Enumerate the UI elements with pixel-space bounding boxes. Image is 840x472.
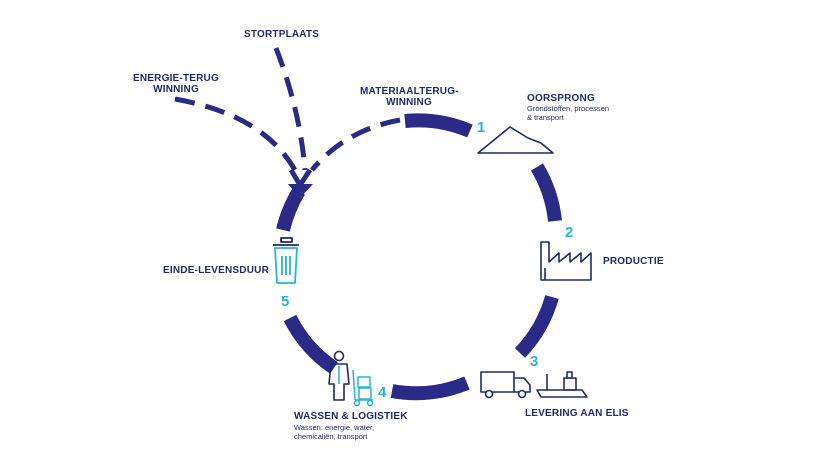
label-energie-line2: WINNING [153, 84, 199, 95]
label-wassen-sub: Wassen: energie, water, chemicaliën, tra… [294, 423, 374, 441]
label-materiaal: MATERIAALTERUG- WINNING [360, 86, 459, 108]
dash-arrowhead [288, 168, 313, 190]
label-wassen-sub-line1: Wassen: energie, water, [294, 423, 375, 432]
label-productie: PRODUCTIE [603, 256, 664, 267]
arc-segment-3 [514, 294, 559, 358]
arc-segment-5 [283, 314, 339, 374]
arc-segment-6 [276, 187, 306, 232]
trash-bin-icon [273, 237, 299, 284]
label-stortplaats: STORTPLAATS [244, 29, 320, 40]
ship-icon [536, 371, 588, 398]
factory-icon [540, 241, 592, 281]
arc-segment-2 [530, 163, 562, 222]
label-wassen-sub-line2: chemicaliën, transport [294, 432, 368, 441]
label-energie-line1: ENERGIE-TERUG [133, 73, 219, 84]
arc-segment-1 [404, 113, 473, 138]
recovery-dashes [174, 47, 401, 174]
mountain-icon [477, 126, 554, 154]
truck-icon [480, 371, 531, 399]
step-number-5: 5 [281, 293, 290, 310]
label-materiaal-line1: MATERIAALTERUG- [360, 86, 459, 97]
step-number-3: 3 [530, 353, 539, 370]
lifecycle-arcs [276, 113, 562, 401]
label-oorsprong-sub: Grondstoffen, processen & transport [527, 104, 609, 122]
worker-icon [328, 350, 350, 401]
label-materiaal-line2: WINNING [386, 97, 432, 108]
step-number-4: 4 [378, 384, 387, 401]
step-number-2: 2 [565, 224, 574, 241]
arc-arrowhead [288, 184, 313, 198]
label-einde: EINDE-LEVENSDUUR [163, 265, 269, 276]
dash-energie [174, 96, 299, 174]
step-number-1: 1 [477, 119, 486, 136]
label-wassen: WASSEN & LOGISTIEK [294, 411, 408, 422]
label-oorsprong-sub-line1: Grondstoffen, processen [527, 104, 609, 113]
label-energie: ENERGIE-TERUG WINNING [132, 73, 220, 95]
dash-stortplaats [273, 47, 308, 171]
label-levering: LEVERING AAN ELIS [525, 408, 629, 419]
label-oorsprong-sub-line2: & transport [527, 113, 564, 122]
dash-materiaal [310, 117, 401, 172]
label-oorsprong: OORSPRONG [527, 93, 595, 104]
arc-segment-4 [390, 376, 470, 401]
boxes-cart-icon [352, 369, 374, 407]
